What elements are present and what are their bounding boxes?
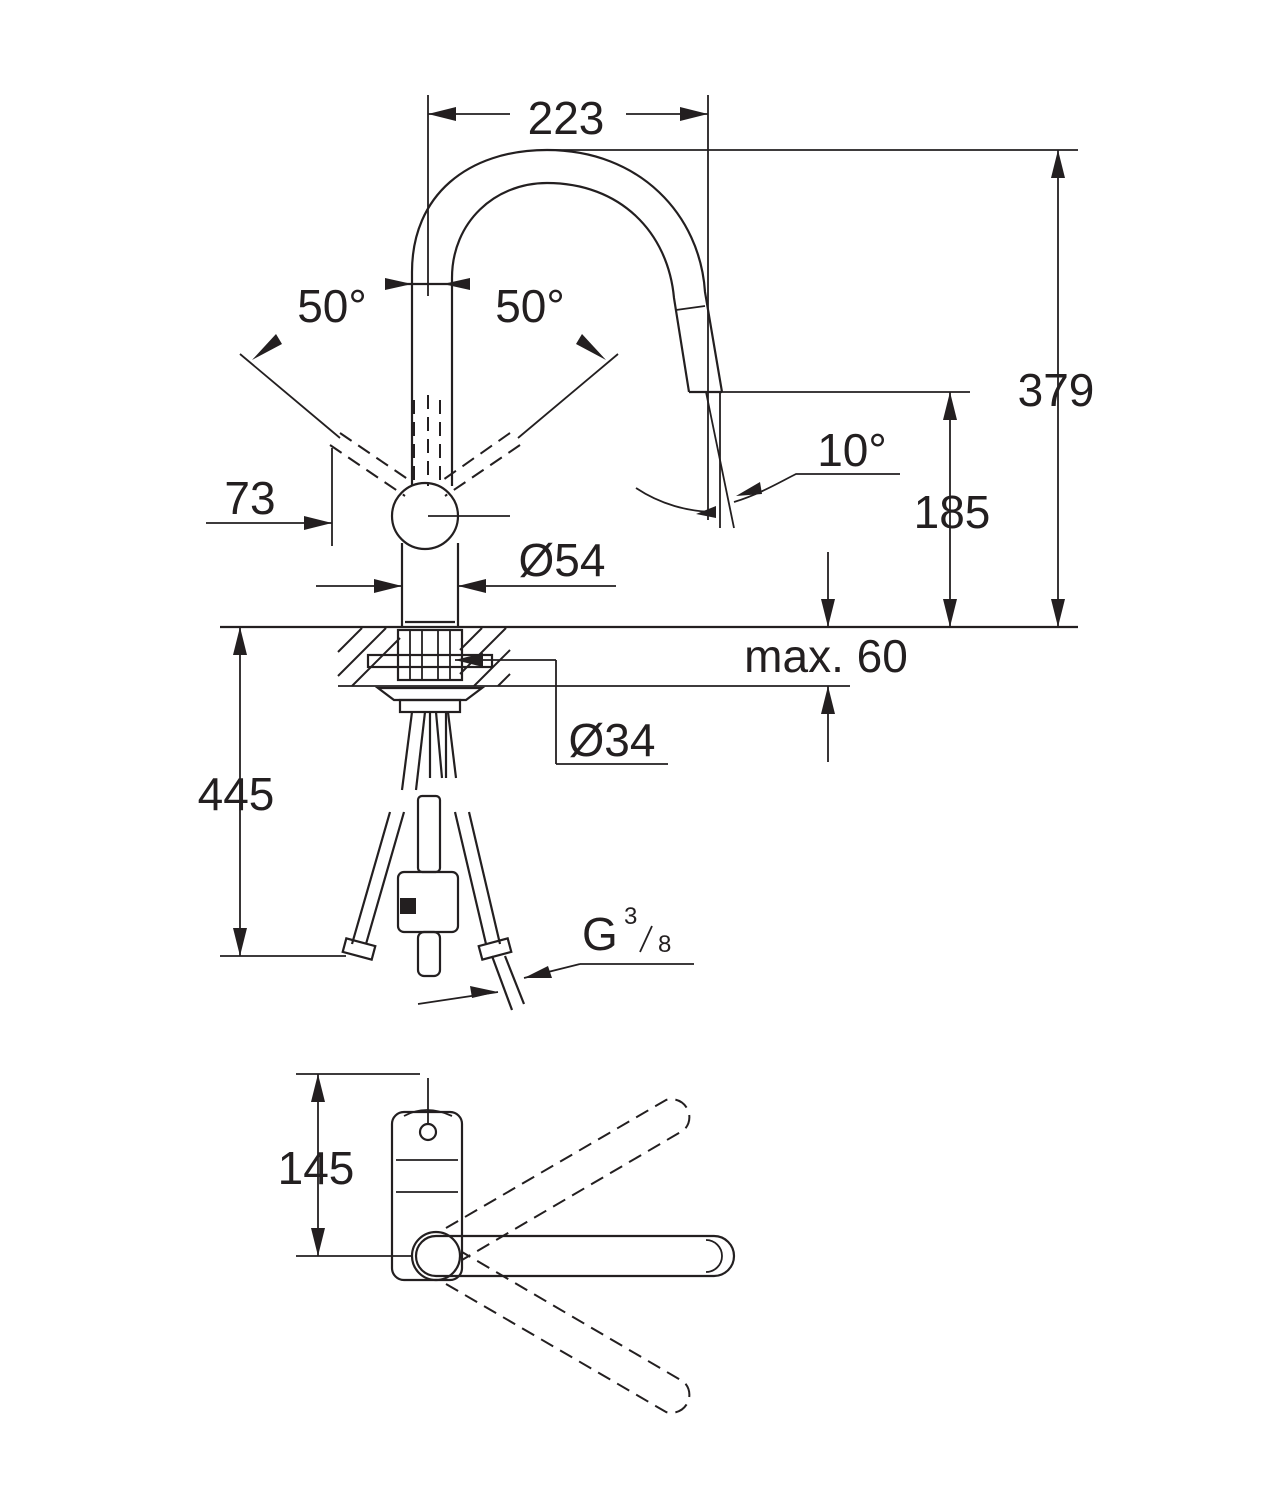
dim-connection-thread: G 3 8: [582, 903, 671, 960]
dim-spray-angle: 10°: [817, 424, 887, 476]
lever-right-hidden: [444, 444, 521, 497]
side-view: 223 379 185 50° 50° 10° 73 Ø54: [198, 92, 1095, 1011]
thread-numerator: 3: [624, 903, 637, 930]
top-lever-center: [414, 1234, 736, 1278]
spout-outer: [410, 148, 724, 486]
lever-left-hidden-2: [339, 432, 413, 483]
top-body: [390, 1110, 464, 1282]
spray-head-seam: [675, 305, 706, 311]
top-lever-left: [445, 1098, 691, 1261]
spout-inner: [450, 181, 691, 486]
dim-hose-length: 445: [198, 768, 275, 820]
top-spout-tip: [403, 1109, 453, 1117]
dim-lever-offset: 73: [224, 472, 275, 524]
dim-swivel-left: 50°: [297, 280, 367, 332]
supply-hoses: [341, 711, 526, 1011]
lever-right-hidden-2: [439, 432, 511, 483]
top-lever-end: [705, 1239, 723, 1273]
deck-hatch: [337, 627, 511, 687]
thread-denominator: 8: [658, 931, 671, 958]
top-lever-hub: [410, 1230, 462, 1282]
top-lever-right: [445, 1251, 691, 1414]
mounting-nut: [374, 686, 486, 702]
dim-total-height: 379: [1018, 364, 1095, 416]
dim-body-diameter: Ø54: [519, 534, 606, 586]
lever-left-hidden: [329, 444, 406, 497]
spray-arc-left: [635, 487, 717, 513]
dim-hole-diameter: Ø34: [569, 714, 656, 766]
spray-leader: [733, 473, 900, 503]
swing-line-right: [517, 353, 619, 439]
dim-outlet-height: 185: [914, 486, 991, 538]
thread-letter: G: [582, 908, 618, 960]
dim-spout-reach: 223: [528, 92, 605, 144]
top-view: 145: [278, 1073, 736, 1414]
dim-deck-thickness: max. 60: [744, 630, 908, 682]
dim-swivel-right: 50°: [495, 280, 565, 332]
dim-top-depth: 145: [278, 1142, 355, 1194]
clamp-plate: [366, 653, 494, 669]
swing-line-left: [239, 353, 341, 439]
top-spray-outlet: [418, 1122, 438, 1142]
washer: [398, 698, 462, 714]
